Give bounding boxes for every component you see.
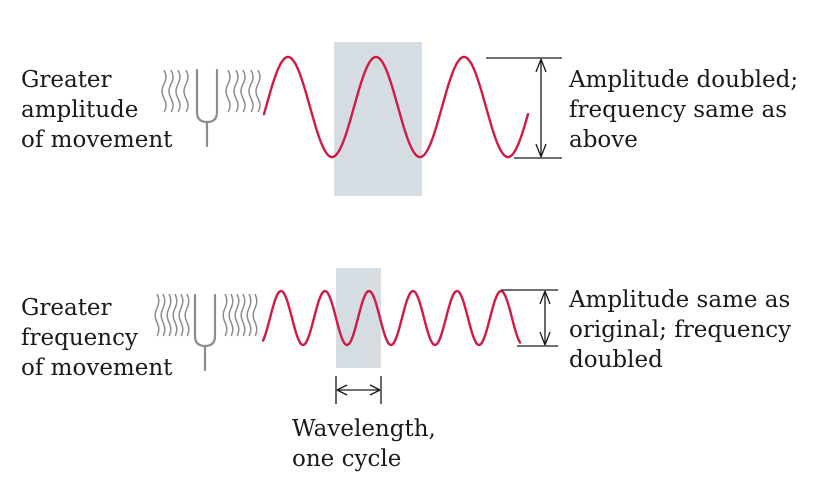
vibration-line	[240, 69, 246, 113]
top-right-label: Amplitude doubled; frequency same as abo…	[569, 65, 798, 155]
vibration-line	[175, 69, 181, 113]
vibration-line	[234, 293, 240, 337]
bottom-left-label-line-2: frequency	[21, 325, 138, 351]
vibration-line	[172, 293, 178, 337]
bottom-left-label-line-3: of movement	[21, 355, 173, 381]
vibration-line	[222, 293, 228, 337]
top-amplitude-bracket	[486, 57, 562, 159]
vibration-line	[166, 293, 172, 337]
vibration-line	[183, 69, 189, 113]
bottom-right-label-line-2: original; frequency	[569, 317, 792, 343]
vibration-line	[184, 293, 190, 337]
wavelength-label: Wavelength, one cycle	[292, 414, 436, 474]
vibration-line	[168, 69, 174, 113]
vibration-line	[225, 69, 231, 113]
top-vibration-lines	[161, 69, 261, 113]
bottom-right-label-line-1: Amplitude same as	[569, 287, 791, 313]
bottom-vibration-lines	[154, 293, 258, 337]
bottom-right-label-line-3: doubled	[569, 347, 663, 373]
wavelength-arrow-left	[336, 384, 348, 396]
vibration-line	[255, 69, 261, 113]
top-amplitude-arrow-down	[535, 143, 547, 158]
vibration-line	[161, 69, 167, 113]
top-wavelength-highlight	[334, 42, 422, 196]
top-left-label-line-2: amplitude	[21, 97, 139, 123]
vibration-line	[178, 293, 184, 337]
bottom-right-label: Amplitude same as original; frequency do…	[569, 285, 791, 375]
wavelength-label-line-2: one cycle	[292, 446, 402, 472]
top-left-label: Greater amplitude of movement	[21, 65, 172, 155]
wavelength-bracket	[335, 376, 382, 404]
vibration-line	[228, 293, 234, 337]
bottom-fork-icon	[193, 293, 217, 372]
vibration-line	[240, 293, 246, 337]
top-left-label-line-3: of movement	[21, 127, 173, 153]
vibration-line	[160, 293, 166, 337]
top-left-label-line-1: Greater	[21, 67, 112, 93]
vibration-line	[252, 293, 258, 337]
top-right-label-line-3: above	[569, 127, 638, 153]
top-sine-wave	[262, 55, 530, 159]
bottom-left-label: Greater frequency of movement	[21, 293, 172, 383]
wavelength-arrow-right	[369, 384, 381, 396]
top-fork-icon	[195, 68, 219, 148]
top-tuning-fork-icon	[161, 68, 261, 148]
vibration-line	[248, 69, 254, 113]
vibration-line	[233, 69, 239, 113]
bottom-left-label-line-1: Greater	[21, 295, 112, 321]
vibration-line	[246, 293, 252, 337]
bottom-amplitude-arrow-down	[539, 331, 551, 346]
vibration-line	[154, 293, 160, 337]
bottom-amplitude-arrow-up	[539, 290, 551, 305]
bottom-tuning-fork-icon	[154, 293, 258, 372]
top-right-label-line-1: Amplitude doubled;	[569, 67, 799, 93]
bottom-sine-wave	[261, 289, 522, 347]
wavelength-label-line-1: Wavelength,	[292, 416, 436, 442]
bottom-amplitude-bracket	[501, 289, 558, 347]
top-right-label-line-2: frequency same as	[569, 97, 788, 123]
top-amplitude-arrow-up	[535, 58, 547, 73]
